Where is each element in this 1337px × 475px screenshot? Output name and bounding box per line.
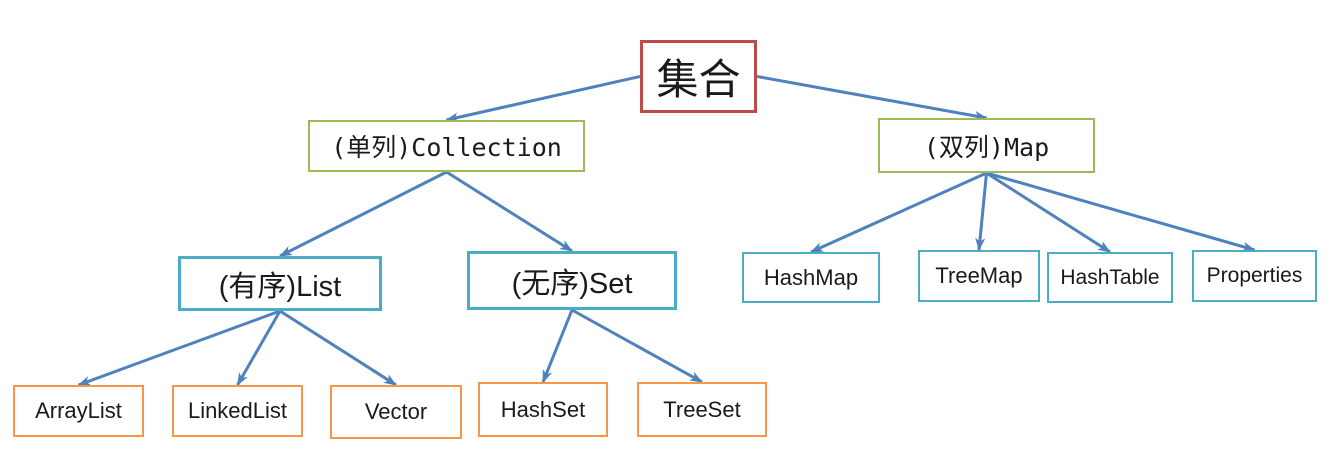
node-set: (无序)Set [467, 251, 677, 310]
node-hashset: HashSet [478, 382, 608, 437]
node-collection: (单列)Collection [308, 120, 585, 172]
node-properties: Properties [1192, 250, 1317, 302]
edge-arrows [77, 75, 1256, 387]
node-root: 集合 [640, 40, 757, 113]
node-treemap: TreeMap [918, 250, 1040, 302]
node-arraylist: ArrayList [13, 385, 144, 437]
node-linkedlist: LinkedList [172, 385, 303, 437]
node-vector: Vector [330, 385, 462, 439]
node-list: (有序)List [178, 256, 382, 311]
node-map: (双列)Map [878, 118, 1095, 173]
node-hashtable: HashTable [1047, 252, 1173, 303]
node-hashmap: HashMap [742, 252, 880, 303]
node-treeset: TreeSet [637, 382, 767, 437]
